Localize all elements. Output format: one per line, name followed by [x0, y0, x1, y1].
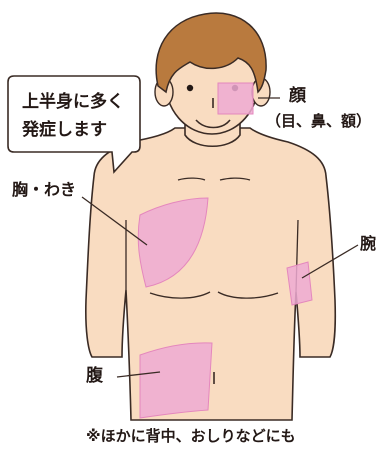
label-arm: 腕: [360, 236, 376, 252]
rash-arm: [287, 262, 312, 305]
callout-line-2: 発症します: [22, 122, 107, 139]
rash-abdomen: [140, 343, 212, 418]
callout-line-1: 上半身に多く: [22, 94, 124, 111]
label-face-detail: （目、鼻、額）: [266, 114, 371, 129]
footnote: ※ほかに背中、おしりなどにも: [86, 429, 296, 444]
rash-face: [218, 83, 253, 114]
label-face: 顔: [289, 88, 306, 105]
label-abdomen: 腹: [86, 368, 103, 385]
label-chest: 胸・わき: [12, 182, 76, 198]
eye: [187, 85, 193, 91]
